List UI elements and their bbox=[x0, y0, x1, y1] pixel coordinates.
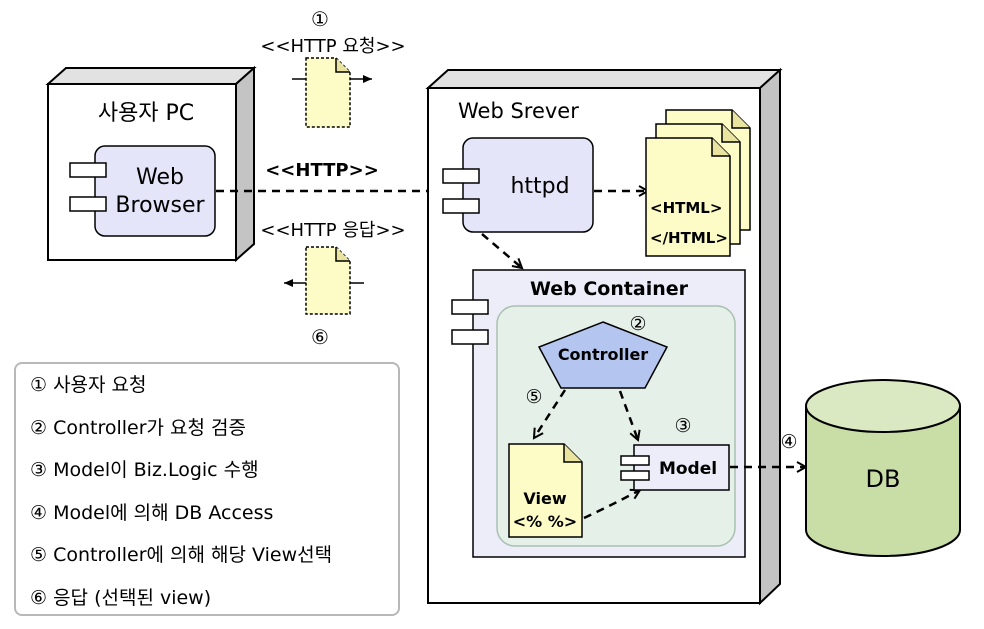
controller-label: Controller bbox=[558, 345, 648, 364]
web-container-title: Web Container bbox=[530, 278, 689, 300]
response-label: <<HTTP 응답>> bbox=[260, 220, 405, 241]
request-document-icon bbox=[306, 58, 350, 127]
view-label: View bbox=[523, 489, 566, 508]
browser-label-line1: Web bbox=[136, 165, 184, 190]
html-open-tag: <HTML> bbox=[650, 199, 722, 217]
legend-list: ① 사용자 요청 ② Controller가 요청 검증 ③ Model이 Bi… bbox=[16, 364, 398, 629]
legend-item: ⑥ 응답 (선택된 view) bbox=[30, 587, 398, 629]
http-link-label: <<HTTP>> bbox=[265, 160, 379, 181]
legend-item: ④ Model에 의해 DB Access bbox=[30, 502, 398, 545]
model-label: Model bbox=[659, 459, 717, 479]
request-label: <<HTTP 요청>> bbox=[260, 36, 405, 57]
html-document-stack: <HTML> </HTML> bbox=[646, 110, 750, 256]
db-label: DB bbox=[866, 465, 901, 493]
view-document: View <% %> bbox=[509, 444, 582, 537]
legend-item: ② Controller가 요청 검증 bbox=[30, 417, 398, 460]
model-component: Model bbox=[621, 445, 729, 490]
legend-item: ① 사용자 요청 bbox=[30, 374, 398, 417]
request-step-number: ① bbox=[311, 7, 329, 31]
legend-box: ① 사용자 요청 ② Controller가 요청 검증 ③ Model이 Bi… bbox=[14, 362, 400, 616]
httpd-label: httpd bbox=[510, 174, 569, 199]
view-step-number: ⑤ bbox=[525, 386, 542, 408]
view-tag: <% %> bbox=[513, 512, 577, 531]
http-request-message: ① <<HTTP 요청>> bbox=[260, 7, 405, 127]
html-close-tag: </HTML> bbox=[650, 229, 728, 247]
httpd-component: httpd bbox=[443, 138, 593, 232]
browser-label-line2: Browser bbox=[115, 193, 205, 218]
user-pc-title: 사용자 PC bbox=[98, 101, 194, 126]
legend-item: ⑤ Controller에 의해 해당 View선택 bbox=[30, 544, 398, 587]
http-response-message: <<HTTP 응답>> ⑥ bbox=[260, 220, 405, 349]
legend-item: ③ Model이 Biz.Logic 수행 bbox=[30, 459, 398, 502]
response-step-number: ⑥ bbox=[311, 325, 329, 349]
db-step-number: ④ bbox=[780, 431, 797, 453]
controller-step-number: ② bbox=[629, 313, 646, 335]
database-cylinder: DB bbox=[806, 380, 960, 556]
response-document-icon bbox=[306, 247, 350, 314]
web-server-title: Web Srever bbox=[458, 99, 579, 123]
model-step-number: ③ bbox=[674, 415, 691, 437]
